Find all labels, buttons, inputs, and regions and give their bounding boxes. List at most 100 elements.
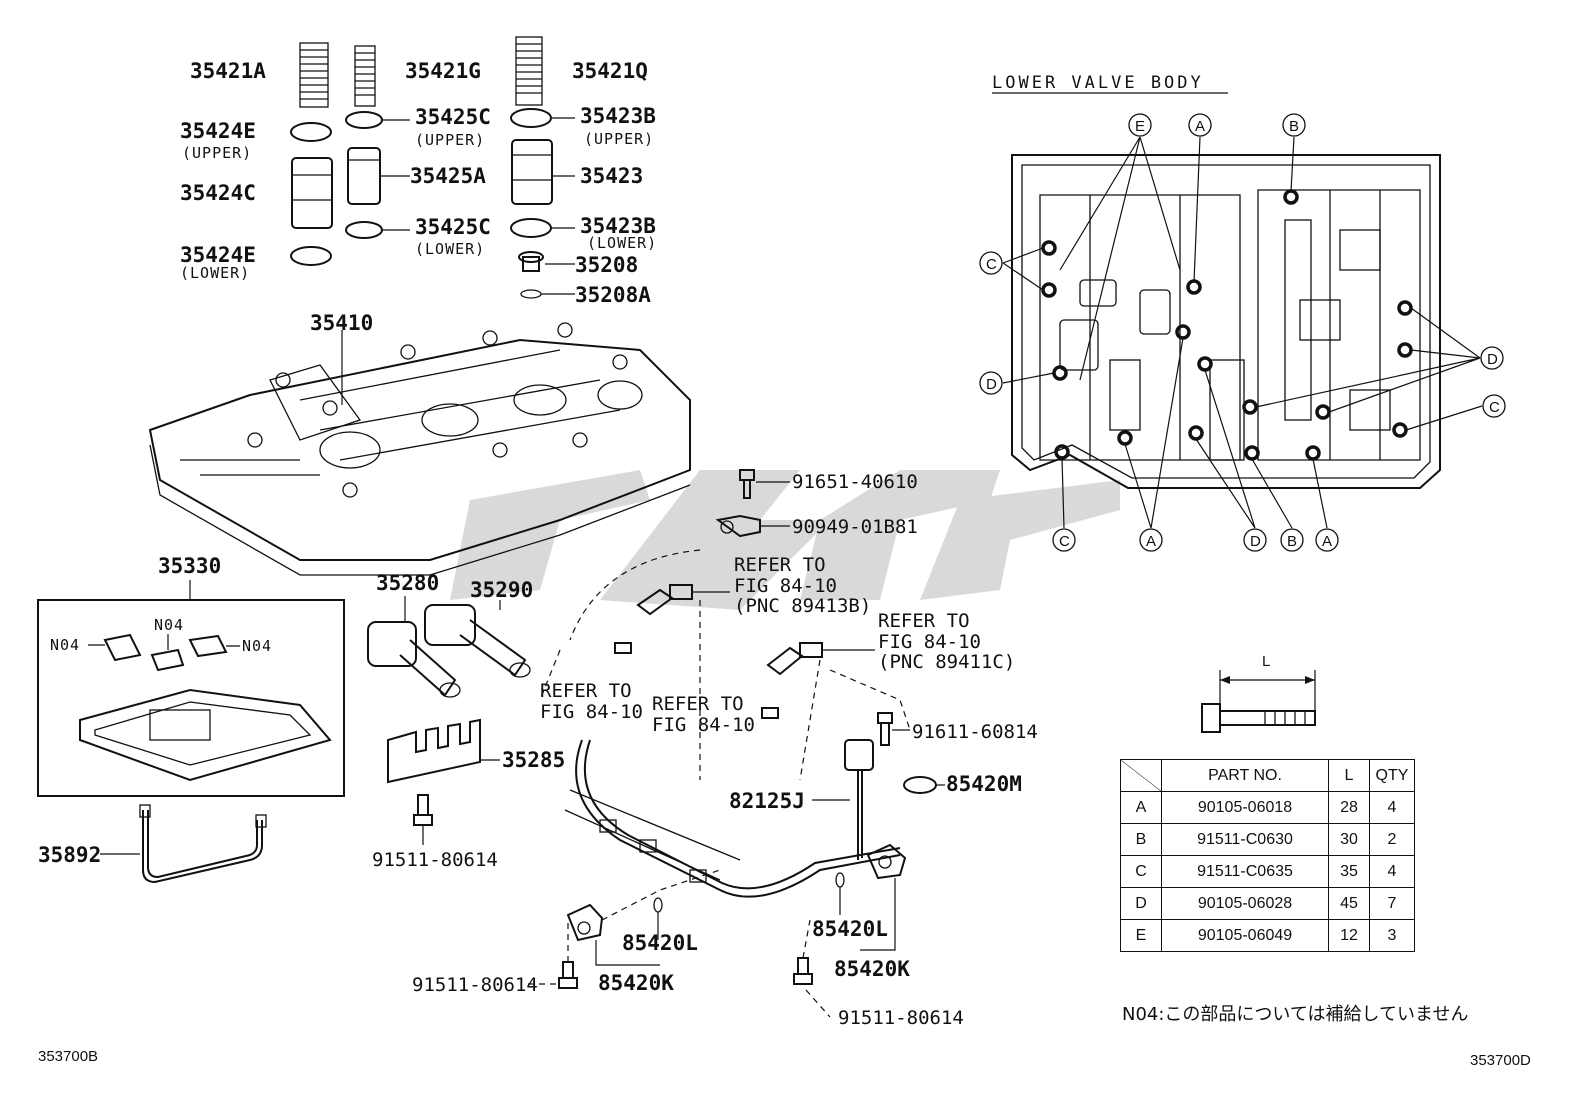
harness-82125J [564,739,901,898]
bolt-91611-60814 [877,712,893,746]
label-85420L-left: 85420L [622,931,698,955]
tube-35892 [139,804,267,884]
svg-text:REFER TO: REFER TO [878,610,970,632]
svg-text:(LOWER): (LOWER) [415,240,485,258]
svg-text:D: D [986,376,997,393]
oring-35423B-upper [510,108,552,128]
svg-text:REFER TO: REFER TO [652,693,744,715]
label-91511-80614-c: 91511-80614 [838,1007,964,1029]
svg-text:C: C [986,256,997,273]
label-35280: 35280 [376,571,439,595]
svg-text:REFER TO: REFER TO [734,554,826,576]
label-35892: 35892 [38,843,101,867]
oring-35424E-lower [290,246,332,266]
svg-text:FIG 84-10: FIG 84-10 [734,575,837,597]
piston-35423 [511,139,553,205]
label-35290: 35290 [470,578,533,602]
svg-text:(LOWER): (LOWER) [587,234,657,252]
oring-35423B-lower [510,218,552,238]
svg-text:(LOWER): (LOWER) [180,264,250,282]
sensor-85420K-right [866,843,907,880]
svg-text:C: C [1489,399,1500,416]
svg-text:FIG 84-10: FIG 84-10 [652,714,755,736]
label-35410: 35410 [310,311,373,335]
label-85420L-right: 85420L [812,917,888,941]
svg-text:(UPPER): (UPPER) [182,144,252,162]
label-85420K-right: 85420K [834,957,910,981]
ring-35208A [520,289,542,299]
bolt-91511-80614-a [413,794,433,826]
supply-note: N04:この部品については補給していません [1122,1004,1469,1025]
label-35208A: 35208A [575,283,651,307]
gasket-n04 [103,633,228,672]
svg-text:D: D [1250,533,1261,550]
label-35425C-lower: 35425C [415,215,491,239]
label-35423B-lower: 35423B [580,214,656,238]
svg-text:A: A [1195,118,1205,135]
svg-text:FIG 84-10: FIG 84-10 [878,631,981,653]
table-header-key [1120,759,1162,792]
oring-85420L-left [653,897,663,913]
label-35421G: 35421G [405,59,481,83]
svg-text:(PNC 89411C): (PNC 89411C) [878,651,1015,673]
lower-valve-body-leaders [1002,136,1483,529]
oil-strainer [79,688,332,782]
bolt-small-a [614,642,632,654]
label-90949-01B81: 90949-01B81 [792,516,918,538]
solenoid-35290 [424,604,531,678]
bolt-length-label: L [1262,653,1270,670]
label-82125J: 82125J [729,789,805,813]
svg-text:C: C [1059,533,1070,550]
lower-valve-body-callouts: E A B C D C D C A D B A [979,113,1506,552]
solenoid-35280 [367,621,461,698]
sensor-85420K-left [566,903,604,942]
label-n04-right: N04 [242,637,272,655]
label-n04-top: N04 [154,616,184,634]
spring-35421A [299,42,329,108]
label-35424E-lower: 35424E [180,243,256,267]
oring-35425C-lower [345,221,383,239]
spring-35421Q [515,36,543,106]
label-35425A: 35425A [410,164,486,188]
label-35421A: 35421A [190,59,266,83]
label-85420M: 85420M [946,772,1022,796]
svg-text:D: D [1487,351,1498,368]
label-35330: 35330 [158,554,221,578]
watermark [450,470,1120,610]
label-35285: 35285 [502,748,565,772]
svg-text:B: B [1287,533,1297,550]
oring-35425C-upper [345,111,383,129]
bolt-length-figure [1201,670,1316,733]
bolt-91511-80614-b [558,961,578,989]
figure-code-left: 353700B [38,1048,99,1065]
spring-35421G [354,45,376,107]
sensor-middle [766,642,823,676]
plug-35208 [518,251,544,272]
svg-text:(UPPER): (UPPER) [584,130,654,148]
table-header-l: L [1328,759,1370,792]
bracket-35285 [387,718,481,784]
strainer-assy-box [37,599,345,797]
label-35421Q: 35421Q [572,59,648,83]
label-91511-80614-a: 91511-80614 [372,849,498,871]
label-35208: 35208 [575,253,638,277]
bolt-91511-80614-c [793,957,813,985]
svg-text:(PNC 89413B): (PNC 89413B) [734,595,871,617]
table-header-qty: QTY [1369,759,1415,792]
lower-valve-body-title: LOWER VALVE BODY [992,73,1204,93]
svg-text:E: E [1135,118,1145,135]
label-35423: 35423 [580,164,643,188]
label-91651-40610: 91651-40610 [792,471,918,493]
piston-35425A [347,147,381,205]
label-85420K-left: 85420K [598,971,674,995]
table-header-part-no: PART NO. [1161,759,1329,792]
label-n04-left: N04 [50,636,80,654]
oring-85420L-right [835,872,845,888]
svg-text:REFER TO: REFER TO [540,680,632,702]
